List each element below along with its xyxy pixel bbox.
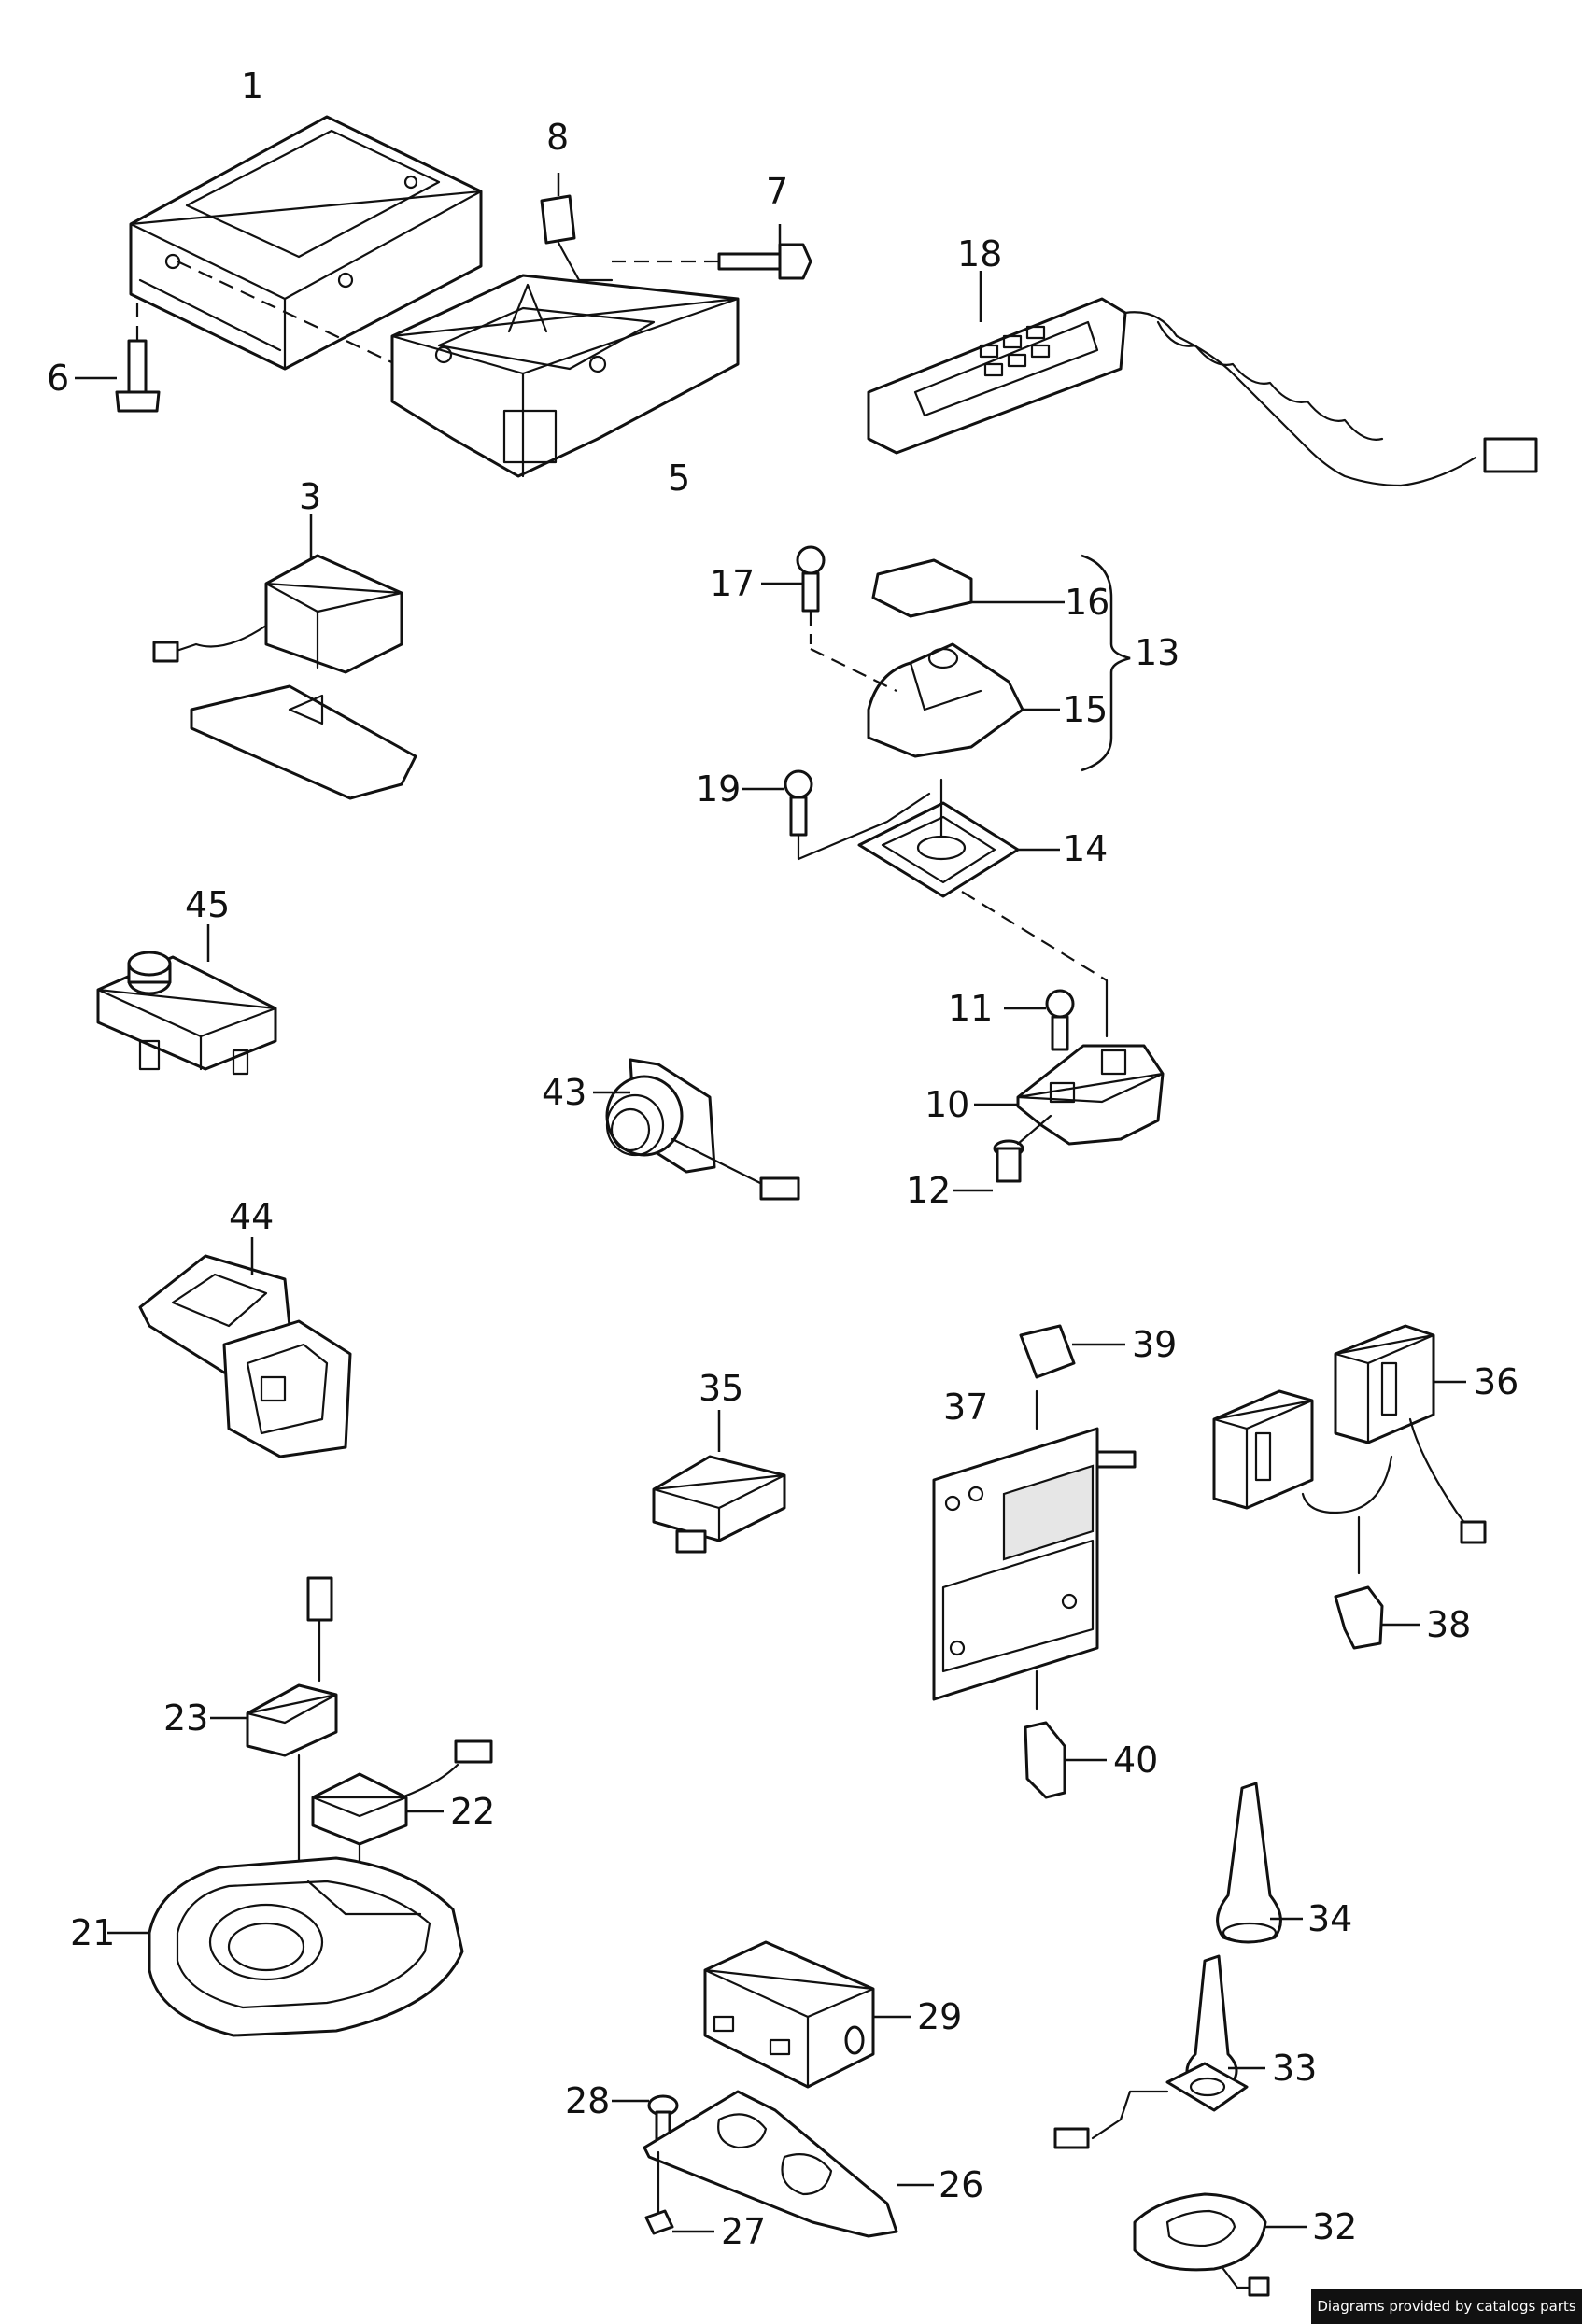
part-37-bracket-plate	[932, 1389, 1137, 1711]
callout-19: 19	[696, 768, 741, 810]
callout-22: 22	[450, 1791, 495, 1832]
callout-5: 5	[668, 458, 690, 499]
part-17-screw	[761, 545, 897, 692]
part-14-plate	[857, 778, 1109, 1038]
callout-33: 33	[1272, 2048, 1317, 2089]
part-19-screw	[742, 769, 931, 861]
part-7-bolt	[612, 224, 812, 280]
callout-43: 43	[542, 1072, 586, 1113]
part-29-module	[703, 1940, 911, 2089]
callout-26: 26	[939, 2164, 983, 2205]
callout-11: 11	[948, 988, 993, 1029]
callout-7: 7	[766, 171, 788, 212]
part-38-clip	[1334, 1585, 1420, 1650]
callout-45: 45	[185, 884, 230, 925]
part-34-antenna	[1216, 1782, 1303, 1944]
callout-39: 39	[1132, 1324, 1177, 1365]
part-6-screw	[75, 299, 161, 413]
callout-29: 29	[917, 1996, 962, 2037]
callout-27: 27	[721, 2211, 766, 2252]
bracket-13	[1081, 554, 1131, 772]
part-12-sleeve	[953, 1114, 1052, 1192]
callout-36: 36	[1474, 1361, 1518, 1402]
callout-34: 34	[1307, 1898, 1352, 1939]
part-18-handset	[867, 297, 1538, 487]
part-5-holder-bracket	[390, 274, 740, 478]
callout-labels: 1 8 7 6 5 18 3 17 16 13 15 19 14 45 11 4…	[47, 65, 1518, 2252]
callout-10: 10	[925, 1084, 969, 1125]
callout-14: 14	[1063, 828, 1108, 869]
part-32-pad	[1133, 2192, 1307, 2297]
callout-3: 3	[299, 476, 321, 517]
part-21-tray	[107, 1856, 464, 2037]
callout-23: 23	[163, 1697, 208, 1739]
part-11-screw	[1004, 989, 1075, 1051]
part-45-switch	[96, 924, 277, 1076]
callout-18: 18	[957, 233, 1002, 275]
part-10-console-base	[974, 1044, 1165, 1146]
part-44-holder	[138, 1237, 352, 1458]
part-26-bracket	[643, 2090, 934, 2238]
callout-28: 28	[565, 2080, 610, 2121]
callout-17: 17	[710, 563, 755, 604]
callout-16: 16	[1065, 582, 1109, 623]
part-27-nut	[644, 2150, 714, 2235]
part-39-clip	[1019, 1324, 1125, 1379]
callout-44: 44	[229, 1196, 274, 1237]
callout-32: 32	[1312, 2206, 1357, 2247]
part-3-module	[152, 514, 417, 800]
callout-8: 8	[546, 117, 569, 158]
part-36-module-pair	[1212, 1324, 1487, 1575]
part-1-control-unit	[129, 115, 483, 374]
callout-1: 1	[241, 65, 263, 106]
part-43-microphone	[593, 1058, 800, 1201]
callout-15: 15	[1063, 689, 1108, 730]
callout-6: 6	[47, 358, 69, 399]
part-35-module	[652, 1410, 786, 1554]
part-16-cover	[871, 558, 1065, 618]
callout-37: 37	[943, 1387, 988, 1428]
callout-35: 35	[699, 1368, 743, 1409]
part-22-connector	[311, 1739, 493, 1893]
callout-40: 40	[1113, 1739, 1158, 1781]
part-33-antenna-base	[1053, 1954, 1265, 2149]
callout-13: 13	[1135, 632, 1179, 673]
callout-12: 12	[906, 1170, 951, 1211]
part-40-clip	[1024, 1721, 1107, 1799]
callout-38: 38	[1426, 1604, 1471, 1645]
part-15-cradle	[867, 642, 1060, 758]
part-8-clip	[540, 173, 614, 282]
watermark-credit: Diagrams provided by catalogs parts	[1311, 2289, 1582, 2324]
part-28-screw	[612, 2094, 679, 2144]
callout-21: 21	[70, 1912, 115, 1953]
